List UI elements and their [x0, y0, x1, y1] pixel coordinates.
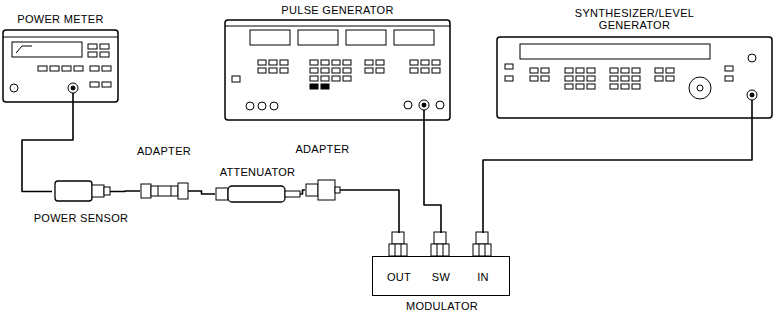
port-node: SW	[423, 233, 459, 287]
modulator-label: MODULATOR	[406, 300, 478, 312]
synthesizer-level-generator-label: SYNTHESIZER/LEVEL GENERATOR	[560, 7, 710, 31]
power-meter-node: POWER METER	[3, 30, 118, 102]
pulse-generator-label: PULSE GENERATOR	[281, 4, 393, 16]
adapter-label: ADAPTER	[295, 143, 349, 155]
power-sensor-node: POWER SENSOR	[52, 178, 110, 205]
adapter-label: ADAPTER	[137, 145, 191, 157]
cable	[22, 102, 73, 192]
cable	[340, 190, 399, 233]
cable	[300, 190, 305, 194]
cable	[483, 118, 752, 233]
cable	[188, 191, 215, 194]
attenuator-node: ATTENUATOR	[215, 184, 300, 204]
adapter-node: ADAPTER	[140, 178, 188, 204]
port-label: SW	[432, 271, 450, 283]
port-label: OUT	[387, 271, 411, 283]
cable	[110, 190, 140, 192]
power-sensor-label: POWER SENSOR	[34, 212, 129, 224]
port-label: IN	[477, 271, 489, 283]
adapter-node: ADAPTER	[305, 178, 340, 202]
port-node: OUT	[381, 233, 417, 287]
power-meter-label: POWER METER	[17, 13, 103, 25]
attenuator-label: ATTENUATOR	[220, 166, 296, 178]
cable	[424, 120, 441, 233]
synthesizer-level-generator-node: SYNTHESIZER/LEVEL GENERATOR	[497, 37, 772, 118]
port-node: IN	[465, 233, 501, 287]
modulator-node: MODULATOROUTSWIN	[372, 256, 510, 296]
pulse-generator-node: PULSE GENERATOR	[225, 20, 450, 120]
